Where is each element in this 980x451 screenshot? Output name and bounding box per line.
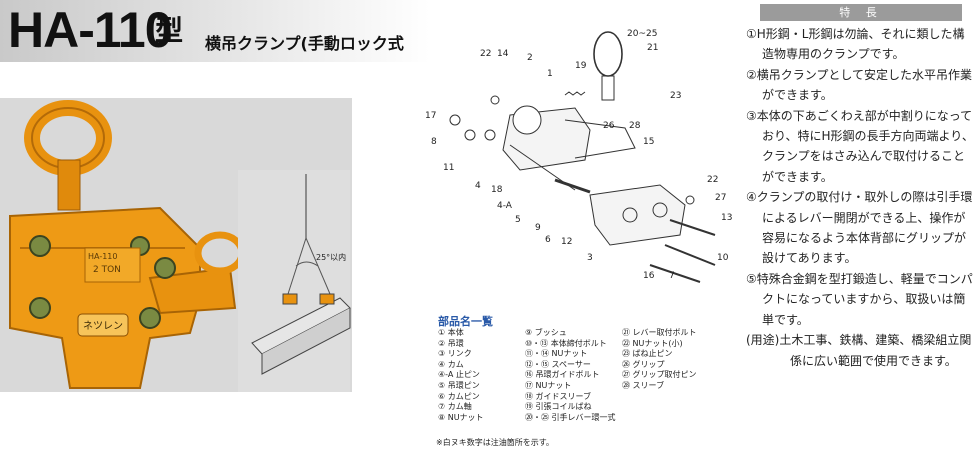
part-item: ⑲ 引張コイルばね	[525, 402, 592, 412]
part-item: ⑰ NUナット	[525, 380, 572, 390]
callout-15: 15	[643, 137, 654, 147]
part-item: ⑱ ガイドスリーブ	[525, 391, 592, 401]
callout-9: 9	[535, 223, 541, 233]
callout-7: 7	[669, 271, 675, 281]
feature-item: ⑤特殊合金鋼を型打鍛造し、軽量でコンパクトになっていますから、取扱いは簡単です。	[746, 271, 973, 327]
parts-list-title: 部品名一覧	[438, 315, 493, 328]
brand-badge: ネツレン	[83, 320, 123, 332]
callout-6: 6	[545, 235, 551, 245]
plate-capacity: 2 TON	[93, 265, 121, 275]
callout-10: 10	[717, 253, 729, 263]
part-item: ⑪・⑭ NUナット	[525, 349, 588, 359]
callout-1: 1	[547, 69, 553, 79]
model-name: HA-110	[8, 2, 173, 58]
callout-18: 18	[491, 185, 503, 195]
part-item: ㉑ レバー取付ボルト	[622, 328, 697, 337]
part-item: ① 本体	[438, 328, 464, 337]
callout-12: 12	[561, 237, 572, 247]
feature-item: ④クランプの取付け・取外しの際は引手環によるレバー開閉ができる上、操作が容易にな…	[746, 190, 973, 266]
part-item: ② 吊環	[438, 338, 464, 348]
part-item: ㉘ スリーブ	[622, 380, 665, 390]
callout-17: 17	[425, 111, 436, 121]
callout-28: 28	[629, 121, 641, 131]
parts-list-col-3: ㉑ レバー取付ボルト ㉒ NUナット(小) ㉓ ばね止ピン ㉖ グリップ ㉗ グ…	[622, 328, 697, 392]
callout-2: 2	[527, 53, 533, 63]
part-item: ⑳・㉕ 引手レバー環一式	[525, 412, 616, 422]
callout-16: 16	[643, 271, 655, 281]
callout-11: 11	[443, 163, 454, 173]
callout-8: 8	[431, 137, 437, 147]
features-list: ①H形鋼・L形鋼は勿論、それに類した構造物専用のクランプです。 ②横吊クランプと…	[746, 24, 974, 371]
part-item: ㉖ グリップ	[622, 359, 665, 369]
part-item: ④ カム	[438, 359, 464, 369]
part-item: ⑧ NUナット	[438, 412, 484, 422]
callout-22: 22	[480, 49, 491, 59]
part-item: ⑥ カムピン	[438, 391, 480, 401]
part-item: ⑩・⑬ 本体締付ボルト	[525, 338, 607, 348]
part-item: ⑤ 吊環ピン	[438, 380, 480, 390]
part-item: ⑦ カム軸	[438, 402, 472, 412]
callout-20-25: 20~25	[627, 29, 657, 39]
part-item: ㉓ ばね止ピン	[622, 349, 673, 359]
callout-4: 4	[475, 181, 481, 191]
model-suffix: 型	[155, 14, 184, 47]
exploded-parts-diagram: 22 14 2 1 19 20~25 21 23 17 8 11 4 18 4-…	[425, 29, 732, 283]
callout-21: 21	[647, 43, 658, 53]
callout-14: 14	[497, 49, 509, 59]
callout-26: 26	[603, 121, 615, 131]
callout-3: 3	[587, 253, 593, 263]
callout-27: 27	[715, 193, 726, 203]
part-item: ④-A 止ピン	[438, 370, 480, 380]
part-item: ⑫・⑮ スペーサー	[525, 359, 591, 369]
callout-5: 5	[515, 215, 521, 225]
feature-item: ①H形鋼・L形鋼は勿論、それに類した構造物専用のクランプです。	[746, 27, 965, 62]
part-item: ⑨ ブッシュ	[525, 328, 567, 337]
parts-list-col-2: ⑨ ブッシュ ⑩・⑬ 本体締付ボルト ⑪・⑭ NUナット ⑫・⑮ スペーサー ⑯…	[525, 328, 616, 423]
plate-model: HA-110	[88, 252, 117, 261]
callout-22-b: 22	[707, 175, 718, 185]
callout-4-a: 4-A	[497, 201, 513, 211]
part-item: ③ リンク	[438, 349, 472, 359]
part-item: ㉗ グリップ取付ピン	[622, 370, 697, 380]
lubrication-note: ※白ヌキ数字は注油箇所を示す。	[436, 438, 554, 447]
part-item: ㉒ NUナット(小)	[622, 338, 683, 348]
feature-item: ③本体の下あごくわえ部が中割りになっており、特にH形鋼の長手方向両端より、クラン…	[746, 108, 974, 184]
product-subtitle: 横吊クランプ(手動ロック式	[205, 34, 404, 53]
part-item: ⑯ 吊環ガイドボルト	[525, 370, 600, 380]
parts-list-col-1: ① 本体 ② 吊環 ③ リンク ④ カム ④-A 止ピン ⑤ 吊環ピン ⑥ カム…	[438, 328, 484, 423]
feature-item: ②横吊クランプとして安定した水平吊作業ができます。	[746, 67, 973, 103]
clamp-photo-illustration: HA-110 2 TON ネツレン 25°以内	[0, 98, 352, 392]
features-heading: 特 長	[760, 4, 962, 21]
usage-text: (用途)土木工事、鉄構、建築、橋梁組立関係に広い範囲で使用できます。	[746, 333, 972, 368]
title-band	[0, 0, 430, 62]
callout-13: 13	[721, 213, 732, 223]
callout-19: 19	[575, 61, 587, 71]
callout-23: 23	[670, 91, 681, 101]
product-photo: HA-110 2 TON ネツレン 25°以内	[0, 98, 352, 392]
angle-label: 25°以内	[316, 252, 346, 262]
